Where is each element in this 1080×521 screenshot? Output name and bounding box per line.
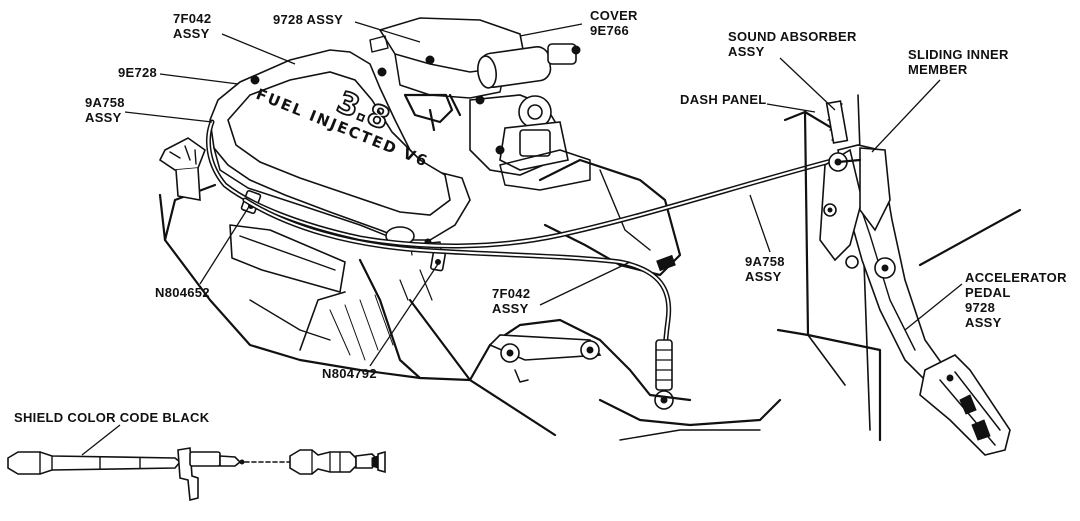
leader-shield: [81, 424, 121, 456]
label-accelerator-pedal: ACCELERATOR PEDAL 9728 ASSY: [965, 270, 1071, 330]
leader-9a758-left: [124, 111, 213, 123]
label-sound-absorber: SOUND ABSORBER ASSY: [728, 29, 861, 59]
throttle-body-area: [369, 17, 682, 277]
label-cover: COVER 9E766: [590, 8, 642, 38]
leader-9728-assy: [354, 21, 421, 43]
leader-n804792: [369, 263, 439, 367]
leader-7f042-mid: [539, 261, 631, 306]
leader-lines: [81, 21, 963, 456]
label-n804792: N804792: [322, 366, 377, 381]
label-9a758-right: 9A758 ASSY: [745, 254, 789, 284]
label-9728-assy: 9728 ASSY: [273, 12, 343, 27]
leader-sliding-inner: [871, 79, 941, 153]
oil-filler-cap: [158, 137, 206, 201]
leader-n804652: [199, 204, 251, 285]
engine-block: [158, 183, 472, 382]
leader-9a758-right: [749, 194, 771, 253]
accelerator-pedal-assy: [819, 144, 1022, 456]
label-7f042-top: 7F042 ASSY: [173, 11, 215, 41]
leader-sound-absorber: [779, 57, 836, 111]
leader-accelerator: [904, 283, 963, 331]
label-n804652: N804652: [155, 285, 210, 300]
transaxle-bracket: [399, 269, 782, 441]
label-shield-color: SHIELD COLOR CODE BLACK: [14, 410, 210, 425]
leader-7f042-top: [221, 33, 296, 65]
leader-dash-panel: [766, 103, 816, 113]
leader-cover: [519, 23, 583, 37]
label-7f042-mid: 7F042 ASSY: [492, 286, 534, 316]
labels: 7F042 ASSY 9728 ASSY COVER 9E766 9E728 9…: [14, 8, 1071, 425]
speed-control-cable-7f042: [242, 197, 674, 410]
leader-9e728: [159, 73, 239, 85]
label-9e728: 9E728: [118, 65, 157, 80]
accelerator-cable-9a758: [205, 119, 838, 249]
cable-clip-n804792: [430, 250, 446, 272]
cable-end-detail: [7, 447, 386, 502]
label-sliding-inner: SLIDING INNER MEMBER: [908, 47, 1013, 77]
label-9a758-left: 9A758 ASSY: [85, 95, 129, 125]
label-dash-panel: DASH PANEL: [680, 92, 767, 107]
